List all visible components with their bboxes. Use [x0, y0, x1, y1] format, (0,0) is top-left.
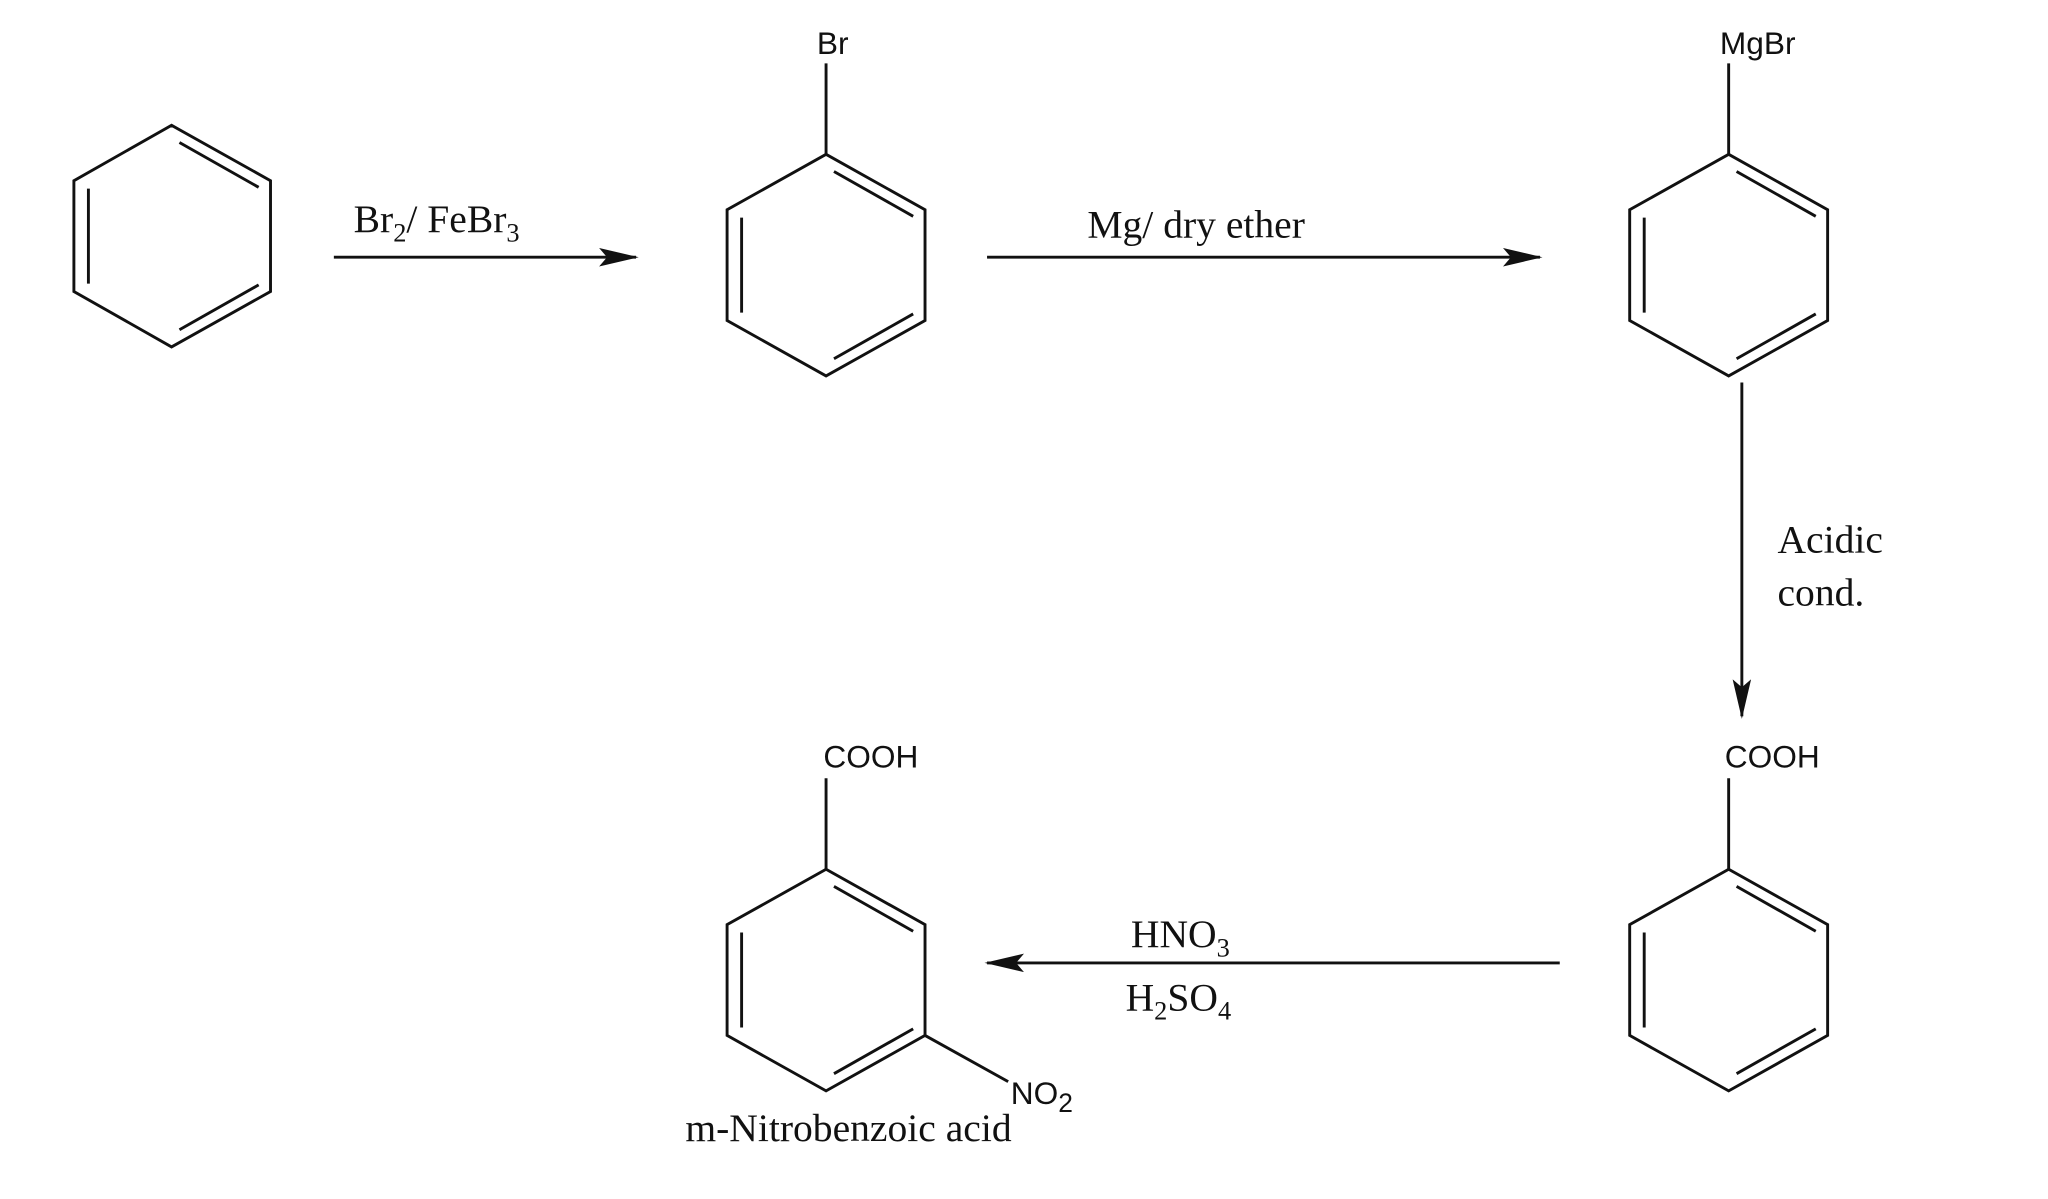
bromobenzene-ring — [725, 63, 927, 378]
reagent-step3-line1: Acidic — [1777, 518, 1882, 562]
grignard-ring — [1628, 63, 1830, 378]
benzene-ring — [72, 123, 272, 349]
reagent-step2: Mg/ dry ether — [1087, 202, 1305, 246]
bromo-label: Br — [817, 25, 849, 61]
product-name: m-Nitrobenzoic acid — [685, 1106, 1012, 1150]
reagent-step4-bottom: H2SO4 — [1126, 975, 1232, 1025]
reagent-step1: Br2/ FeBr3 — [354, 197, 520, 247]
nitro-cooh-label: COOH — [823, 739, 918, 775]
reagent-step3-line2: cond. — [1777, 570, 1864, 614]
benzoic-acid-ring — [1628, 778, 1830, 1093]
nitrobenzoic-acid-ring — [725, 778, 1009, 1093]
benzoic-cooh-label: COOH — [1725, 739, 1820, 775]
mgbr-label: MgBr — [1720, 25, 1796, 61]
nitro-group-label: NO2 — [1011, 1075, 1073, 1118]
reagent-step4-top: HNO3 — [1131, 912, 1230, 962]
